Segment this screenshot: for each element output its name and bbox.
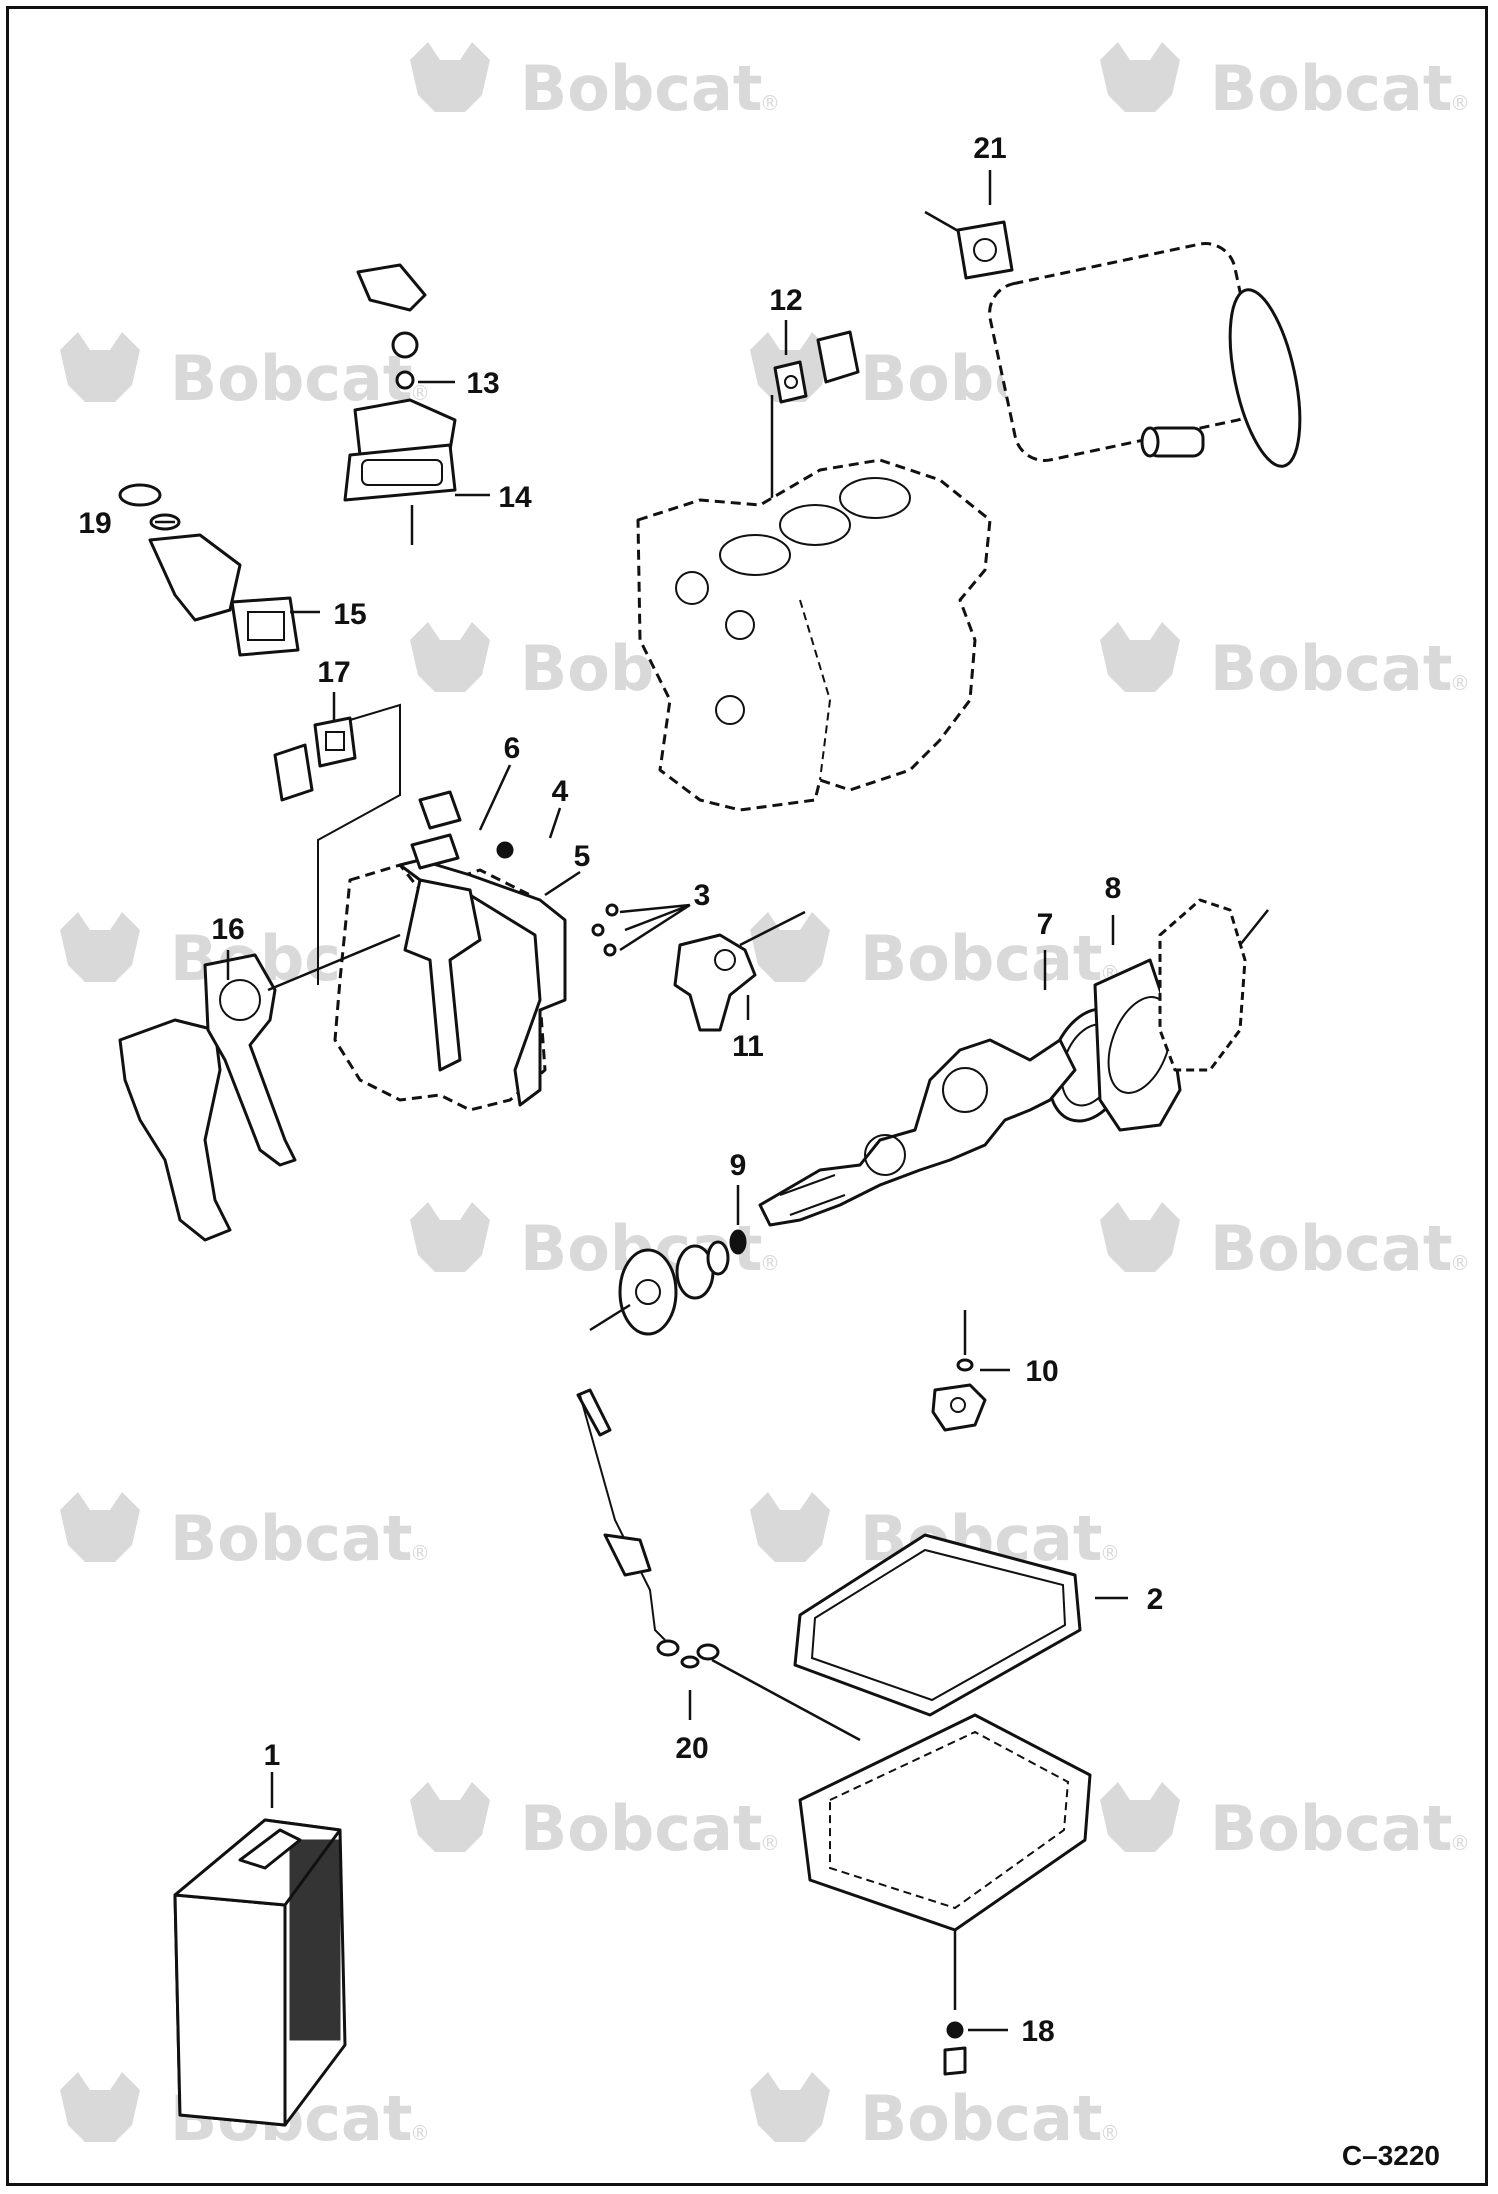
bobcat-logo-icon xyxy=(1100,1202,1180,1272)
bobcat-logo-icon xyxy=(750,1492,830,1562)
bobcat-logo-icon xyxy=(1100,42,1180,112)
drain-plug-small xyxy=(931,1310,987,1432)
bobcat-logo-icon xyxy=(410,1202,490,1272)
callout-11: 11 xyxy=(732,1030,764,1063)
watermark-registered-mark: ® xyxy=(760,1251,780,1275)
callout-labels: 1 2 3 4 5 6 7 8 9 10 11 12 13 14 15 16 1… xyxy=(78,132,1163,2048)
dipstick-fitting xyxy=(680,1643,861,1742)
engine-block xyxy=(636,458,992,812)
bobcat-logo-icon xyxy=(750,912,830,982)
watermark-brand: Bobcat xyxy=(860,2082,1102,2155)
figure-reference: C–3220 xyxy=(1342,2140,1440,2171)
watermark-registered-mark: ® xyxy=(410,381,430,405)
bobcat-logo-icon xyxy=(410,42,490,112)
gear-case-cover xyxy=(333,790,619,1112)
callout-20: 20 xyxy=(675,1732,708,1765)
watermark-registered-mark: ® xyxy=(410,2121,430,2145)
bobcat-logo-icon xyxy=(410,1782,490,1852)
callout-14: 14 xyxy=(498,481,532,514)
rear-seal-housing xyxy=(1047,898,1269,1132)
callout-13: 13 xyxy=(466,367,499,400)
watermark-registered-mark: ® xyxy=(1450,91,1470,115)
thermostat-housing xyxy=(343,263,457,545)
watermark-registered-mark: ® xyxy=(760,1831,780,1855)
callout-21: 21 xyxy=(973,132,1006,165)
bobcat-logo-icon xyxy=(750,2072,830,2142)
watermark-registered-mark: ® xyxy=(760,91,780,115)
bobcat-logo-icon xyxy=(60,1492,140,1562)
callout-15: 15 xyxy=(333,598,366,631)
crank-pulley xyxy=(589,1229,747,1336)
watermark-brand: Bobcat xyxy=(170,1502,412,1575)
callout-6: 6 xyxy=(504,732,521,765)
callout-17: 17 xyxy=(317,656,350,689)
oil-pan xyxy=(798,1713,1092,2076)
callout-9: 9 xyxy=(730,1149,747,1182)
callout-12: 12 xyxy=(769,284,802,317)
callout-4: 4 xyxy=(552,775,569,808)
watermark-brand: Bobcat xyxy=(170,342,412,415)
watermark-brand: Bobcat xyxy=(1210,52,1452,125)
water-outlet xyxy=(118,483,300,657)
watermark-registered-mark: ® xyxy=(1450,671,1470,695)
watermark-registered-mark: ® xyxy=(1450,1831,1470,1855)
oil-pan-gasket xyxy=(793,1533,1082,1717)
callout-7: 7 xyxy=(1037,908,1054,941)
callout-5: 5 xyxy=(574,840,591,873)
callout-18: 18 xyxy=(1021,2015,1054,2048)
callout-2: 2 xyxy=(1147,1583,1164,1616)
watermark-brand: Bobcat xyxy=(1210,1792,1452,1865)
watermark-registered-mark: ® xyxy=(1450,1251,1470,1275)
leader-lines xyxy=(155,170,1128,2032)
watermark-registered-mark: ® xyxy=(1100,2121,1120,2145)
callout-8: 8 xyxy=(1105,872,1122,905)
dipstick xyxy=(576,1388,680,1657)
bobcat-logo-icon xyxy=(1100,622,1180,692)
bobcat-logo-icon xyxy=(60,332,140,402)
bobcat-logo-icon xyxy=(60,912,140,982)
callout-19: 19 xyxy=(78,507,111,540)
crankshaft xyxy=(758,1038,1077,1227)
gasket-kit-box xyxy=(173,1818,347,2127)
callout-16: 16 xyxy=(211,913,244,946)
watermark-brand: Bobcat xyxy=(1210,632,1452,705)
muffler-assembly xyxy=(924,210,1302,468)
watermark-brand: Bobcat xyxy=(520,1792,762,1865)
bobcat-logo-icon xyxy=(60,2072,140,2142)
watermark-registered-mark: ® xyxy=(1100,1541,1120,1565)
callout-1: 1 xyxy=(264,1739,281,1772)
watermark-brand: Bobcat xyxy=(860,922,1102,995)
bobcat-logo-icon xyxy=(410,622,490,692)
callout-3: 3 xyxy=(694,879,711,912)
intake-fitting xyxy=(770,330,860,500)
watermark-brand: Bobcat xyxy=(1210,1212,1452,1285)
water-pump xyxy=(118,933,401,1242)
callout-10: 10 xyxy=(1025,1355,1058,1388)
watermark-registered-mark: ® xyxy=(410,1541,430,1565)
fuel-lift-pump xyxy=(673,910,806,1032)
bypass-gaskets xyxy=(273,703,401,985)
bobcat-logo-icon xyxy=(1100,1782,1180,1852)
watermark-brand: Bobcat xyxy=(520,52,762,125)
